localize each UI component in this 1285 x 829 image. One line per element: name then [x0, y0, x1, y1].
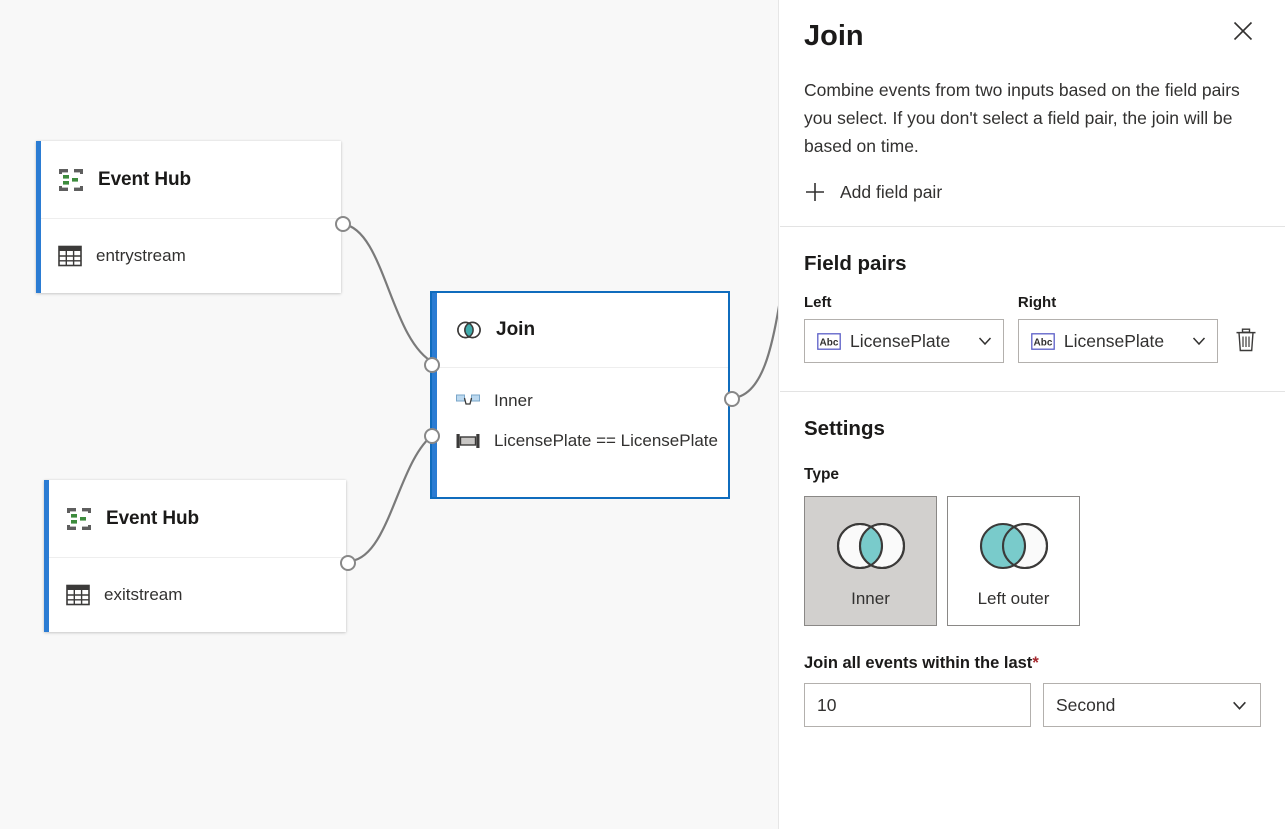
canvas-node-event-hub-exitstream[interactable]: Event Hub exitstream: [44, 480, 356, 632]
node-title: Event Hub: [106, 507, 200, 529]
node-stream-label: exitstream: [104, 584, 183, 604]
right-field-value: LicensePlate: [1063, 330, 1165, 351]
field-pairs-heading: Field pairs: [804, 252, 907, 275]
field-pair-row: Left Abc LicensePlate: [804, 294, 1261, 363]
field-pair-left-col: Left Abc LicensePlate: [804, 294, 1004, 363]
edge-exitstream-to-join: [350, 433, 435, 563]
field-pair-right-col: Right Abc LicensePlate: [1017, 294, 1218, 363]
join-type-option-label: Inner: [851, 589, 890, 608]
right-label: Right: [1017, 294, 1057, 311]
add-field-pair-label: Add field pair: [840, 181, 943, 202]
join-properties-panel: Join Combine events from two inputs base…: [780, 0, 1285, 829]
field-pair-icon: [456, 433, 480, 449]
table-icon: [58, 245, 82, 267]
trash-icon: [1235, 328, 1257, 355]
node-body: exitstream: [44, 558, 346, 631]
canvas-node-join[interactable]: Join Inner: [424, 291, 740, 499]
svg-text:Abc: Abc: [820, 337, 839, 348]
canvas-node-event-hub-entrystream[interactable]: Event Hub entrystream: [36, 141, 351, 293]
input-port-left[interactable]: [424, 357, 440, 373]
plus-icon: [804, 181, 826, 203]
window-label: Join all events within the last*: [804, 654, 1261, 673]
close-button[interactable]: [1223, 12, 1263, 52]
output-port-exitstream[interactable]: [340, 555, 356, 571]
node-body: entrystream: [36, 219, 341, 292]
node-accent-bar: [36, 141, 41, 293]
window-label-text: Join all events within the last: [804, 654, 1033, 672]
right-field-dropdown[interactable]: Abc LicensePlate: [1017, 319, 1218, 363]
panel-description: Combine events from two inputs based on …: [804, 80, 1240, 156]
chevron-down-icon: [977, 333, 993, 349]
svg-text:Abc: Abc: [1033, 337, 1052, 348]
node-header: Event Hub: [36, 141, 341, 219]
section-divider-1: [780, 226, 1285, 227]
page-title: Join: [804, 20, 864, 52]
panel-header: Join: [780, 0, 1285, 58]
abc-string-type-icon: Abc: [817, 332, 841, 350]
venn-left-outer-icon: [975, 519, 1053, 573]
close-icon: [1232, 20, 1254, 45]
node-title: Join: [496, 319, 536, 340]
left-label: Left: [804, 294, 832, 311]
settings-heading: Settings: [804, 417, 885, 440]
pipeline-canvas[interactable]: Event Hub entrystream: [0, 0, 779, 829]
join-type-icon: [456, 393, 480, 409]
join-condition-text: LicensePlate == LicensePlate: [494, 431, 718, 450]
chevron-down-icon: [1191, 333, 1207, 349]
table-icon: [66, 584, 90, 606]
output-port-join[interactable]: [724, 391, 740, 407]
chevron-down-icon: [1231, 697, 1248, 714]
window-unit-dropdown[interactable]: Second: [1043, 683, 1261, 727]
join-type-option-left-outer[interactable]: Left outer: [947, 496, 1080, 626]
left-field-dropdown[interactable]: Abc LicensePlate: [804, 319, 1004, 363]
output-port-entrystream[interactable]: [335, 216, 351, 232]
add-field-pair-button[interactable]: Add field pair: [804, 174, 942, 210]
required-marker: *: [1032, 654, 1039, 672]
join-venn-icon: [456, 320, 482, 340]
join-type-row: Inner: [432, 381, 728, 421]
node-body: Inner LicensePlate == LicensePlate: [432, 368, 728, 461]
edge-join-output: [737, 305, 778, 399]
node-accent-bar: [44, 480, 49, 632]
abc-string-type-icon: Abc: [1031, 332, 1055, 350]
node-header: Join: [432, 293, 728, 368]
event-hub-icon: [58, 168, 84, 192]
window-unit-value: Second: [1056, 694, 1116, 715]
node-header: Event Hub: [44, 480, 346, 558]
venn-inner-icon: [832, 519, 910, 573]
window-controls: Second: [804, 683, 1261, 727]
node-stream-label: entrystream: [96, 245, 186, 265]
join-type-option-label: Left outer: [977, 589, 1050, 608]
node-title: Event Hub: [98, 168, 192, 190]
node-accent-bar: [432, 293, 437, 497]
join-type-options: Inner Left outer: [804, 496, 1261, 626]
join-type-option-inner[interactable]: Inner: [804, 496, 937, 626]
type-label: Type: [804, 466, 840, 483]
left-field-value: LicensePlate: [850, 330, 951, 351]
join-condition-row: LicensePlate == LicensePlate: [432, 421, 728, 461]
delete-field-pair-button[interactable]: [1232, 319, 1261, 363]
input-port-right[interactable]: [424, 428, 440, 444]
window-value-input[interactable]: [804, 683, 1031, 727]
edge-entrystream-to-join: [342, 222, 435, 364]
event-hub-icon: [66, 507, 92, 531]
join-type-text: Inner: [494, 391, 533, 410]
section-divider-2: [780, 391, 1285, 392]
